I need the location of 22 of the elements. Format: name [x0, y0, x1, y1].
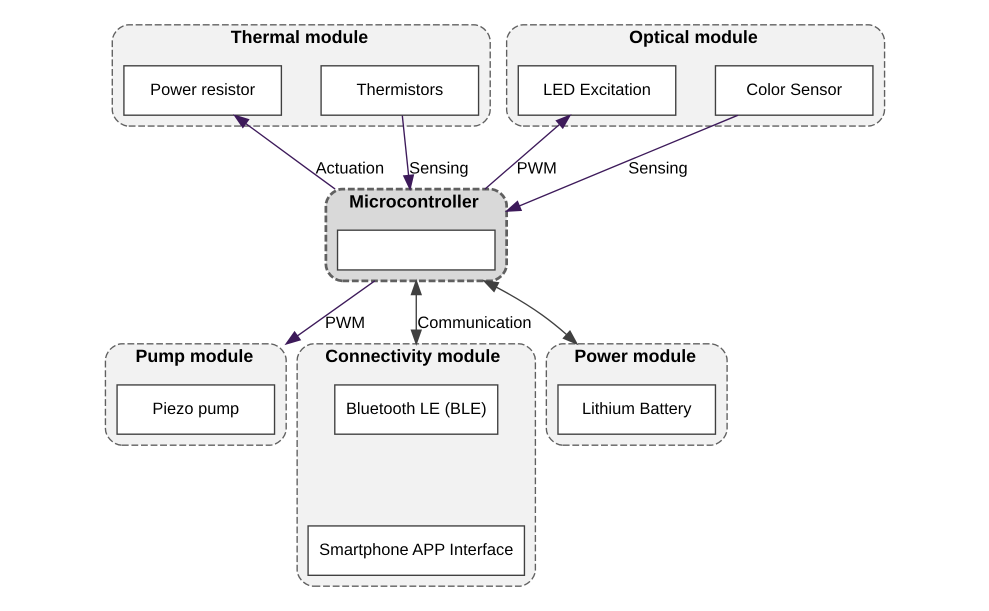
arrow	[410, 278, 422, 346]
node-box	[336, 230, 496, 271]
node-box: Smartphone APP Interface	[306, 525, 525, 576]
arrow	[484, 114, 572, 190]
arrow	[401, 116, 414, 192]
edge-label: Sensing	[408, 160, 468, 178]
cluster: Microcontroller	[324, 188, 508, 282]
node-box: Piezo pump	[116, 384, 275, 435]
node-box: Power resistor	[122, 65, 282, 116]
node-box: Bluetooth LE (BLE)	[334, 384, 498, 435]
edge-label: PWM	[324, 314, 365, 332]
arrow	[482, 280, 578, 346]
node-box: LED Excitation	[517, 65, 676, 116]
edge-label: PWM	[516, 160, 556, 178]
edge-label: Actuation	[315, 160, 384, 178]
edge-label: Communication	[416, 314, 532, 332]
arrow	[232, 114, 336, 190]
node-box: Lithium Battery	[556, 384, 716, 435]
edge-label: Sensing	[628, 160, 688, 178]
arrow	[284, 280, 375, 346]
node-box: Color Sensor	[714, 65, 874, 116]
node-box: Thermistors	[320, 65, 479, 116]
